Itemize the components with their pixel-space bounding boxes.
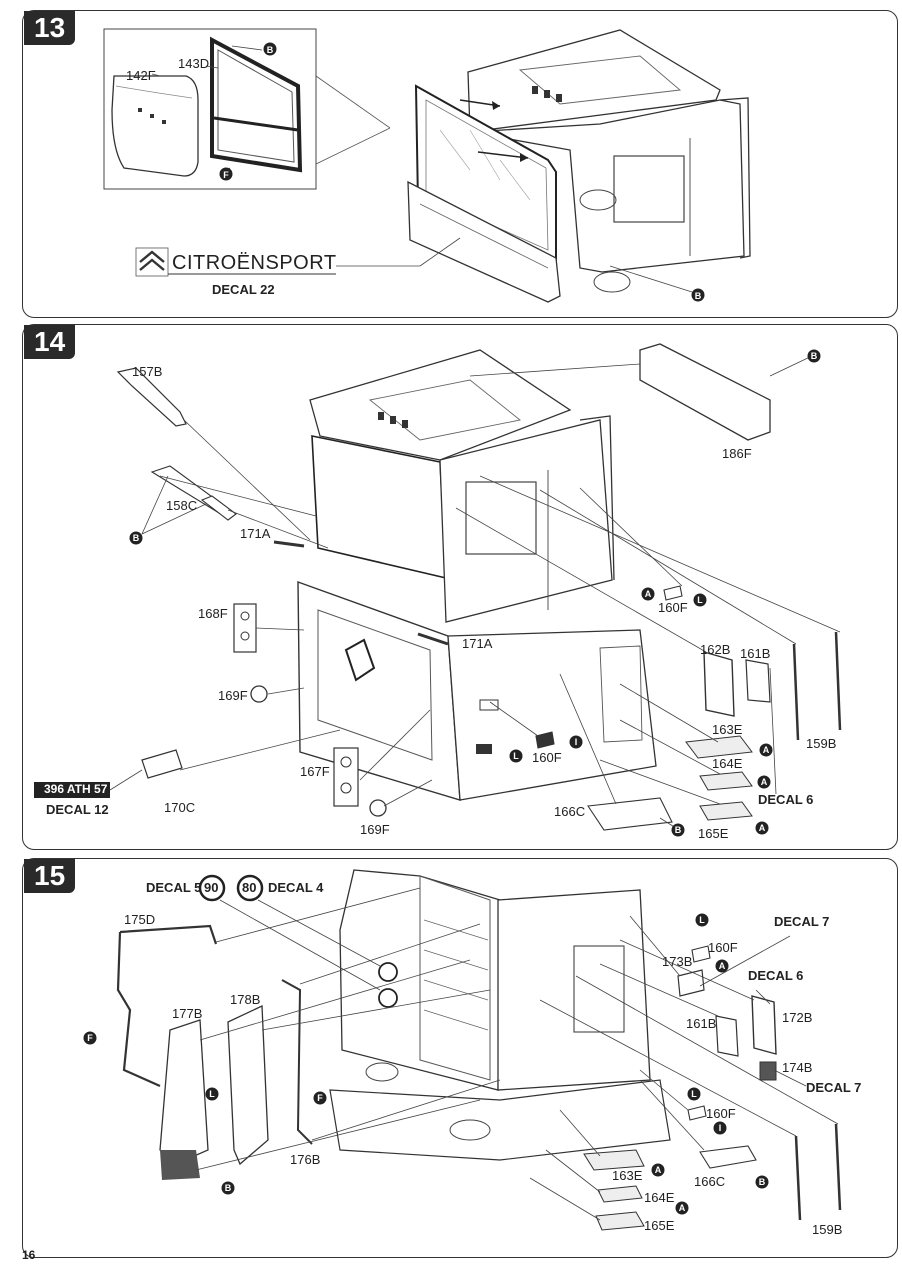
part-159b-label: 159B: [806, 736, 837, 751]
part-186f-label: 186F: [722, 446, 752, 461]
svg-text:F: F: [87, 1033, 93, 1043]
svg-text:A: A: [655, 1165, 662, 1175]
decal-4-label: DECAL 4: [268, 880, 324, 895]
svg-text:L: L: [209, 1089, 215, 1099]
decal-7-label-2: DECAL 7: [806, 1080, 862, 1095]
part-172b-label: 172B: [782, 1010, 813, 1025]
part-158c-label: 158C: [166, 498, 198, 513]
citroen-sport-logo: CITROËNSPORT: [172, 252, 337, 274]
part-163e-label: 163E: [612, 1168, 643, 1183]
decal-6-label: DECAL 6: [758, 792, 814, 807]
part-160f-label-2: 160F: [706, 1106, 736, 1121]
part-169f-label-2: 169F: [360, 822, 390, 837]
svg-text:B: B: [759, 1177, 766, 1187]
decal-22-label: DECAL 22: [212, 282, 275, 297]
part-171a-label: 171A: [240, 526, 271, 541]
svg-text:A: A: [759, 823, 766, 833]
part-142f-label: 142F: [126, 68, 156, 83]
step-13-badge: 13: [24, 11, 76, 45]
page-number: 16: [22, 1248, 36, 1262]
svg-text:A: A: [719, 961, 726, 971]
svg-text:L: L: [513, 751, 519, 761]
part-166c-label: 166C: [554, 804, 586, 819]
decal-12-label: DECAL 12: [46, 802, 109, 817]
svg-text:A: A: [645, 589, 652, 599]
part-171a-label-2: 171A: [462, 636, 493, 651]
part-170c-label: 170C: [164, 800, 196, 815]
part-169f-label: 169F: [218, 688, 248, 703]
speed-sign-90: 90: [204, 880, 219, 895]
svg-text:B: B: [225, 1183, 232, 1193]
svg-text:B: B: [675, 825, 682, 835]
part-164e-label: 164E: [644, 1190, 675, 1205]
part-173b-label: 173B: [662, 954, 693, 969]
part-175d-label: 175D: [124, 912, 156, 927]
part-160f-label: 160F: [658, 600, 688, 615]
callout-f: F: [223, 170, 229, 180]
part-178b-label: 178B: [230, 992, 261, 1007]
decal-5-label: DECAL 5: [146, 880, 202, 895]
svg-text:A: A: [763, 745, 770, 755]
part-157b-label: 157B: [132, 364, 163, 379]
part-159b-label: 159B: [812, 1222, 843, 1237]
part-176b-label: 176B: [290, 1152, 321, 1167]
step-14-badge: 14: [24, 325, 76, 359]
svg-text:I: I: [575, 737, 578, 747]
part-162b-label: 162B: [700, 642, 731, 657]
step-15-badge: 15: [24, 859, 76, 893]
part-164e-label: 164E: [712, 756, 743, 771]
part-160f-label-2: 160F: [532, 750, 562, 765]
part-174b-label: 174B: [782, 1060, 813, 1075]
svg-text:B: B: [133, 533, 140, 543]
svg-text:I: I: [719, 1123, 722, 1133]
part-177b-label: 177B: [172, 1006, 203, 1021]
decal-6-label: DECAL 6: [748, 968, 804, 983]
svg-text:A: A: [679, 1203, 686, 1213]
callout-b: B: [267, 45, 274, 55]
part-143d-label: 143D: [178, 56, 210, 71]
part-166c-label: 166C: [694, 1174, 726, 1189]
speed-sign-80: 80: [242, 880, 257, 895]
part-161b-label: 161B: [686, 1016, 717, 1031]
part-165e-label: 165E: [698, 826, 729, 841]
part-165e-label: 165E: [644, 1218, 675, 1233]
part-160f-label: 160F: [708, 940, 738, 955]
license-plate-decal: 396 ATH 57: [44, 782, 108, 796]
part-167f-label: 167F: [300, 764, 330, 779]
svg-text:L: L: [699, 915, 705, 925]
decal-7-label: DECAL 7: [774, 914, 830, 929]
svg-text:B: B: [811, 351, 818, 361]
part-163e-label: 163E: [712, 722, 743, 737]
svg-text:L: L: [697, 595, 703, 605]
svg-text:A: A: [761, 777, 768, 787]
svg-text:L: L: [691, 1089, 697, 1099]
part-161b-label: 161B: [740, 646, 771, 661]
callout-b-2: B: [695, 291, 702, 301]
part-168f-label: 168F: [198, 606, 228, 621]
svg-text:F: F: [317, 1093, 323, 1103]
